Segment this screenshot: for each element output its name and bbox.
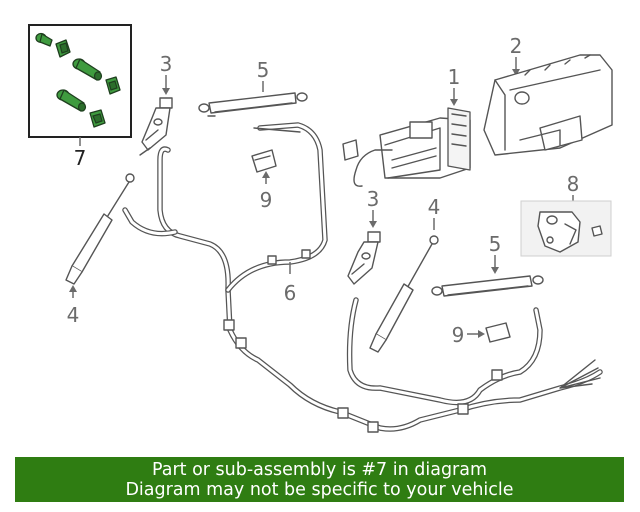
callout-6[interactable]: 6	[284, 281, 297, 305]
part-3-actuator-upper	[139, 97, 173, 156]
callout-2[interactable]: 2	[510, 34, 523, 58]
part-6-harness	[122, 122, 603, 433]
callout-9-lower[interactable]: 9	[452, 323, 465, 347]
callout-5-upper[interactable]: 5	[257, 58, 270, 82]
callout-1[interactable]: 1	[448, 65, 461, 89]
callout-8[interactable]: 8	[567, 172, 580, 196]
part-7-inset[interactable]	[28, 24, 132, 138]
part-7-bushing-lower	[89, 109, 106, 128]
part-9-clip-lower	[485, 322, 511, 343]
callout-9-upper[interactable]: 9	[260, 188, 273, 212]
part-7-bushing-middle	[105, 76, 121, 95]
callout-7[interactable]: 7	[74, 146, 87, 170]
part-7-pin-lower	[56, 89, 87, 112]
banner-line-1: Part or sub-assembly is #7 in diagram	[151, 460, 488, 480]
part-2-reservoir	[483, 54, 613, 156]
part-8-bracket	[520, 200, 612, 257]
callout-4-left[interactable]: 4	[67, 303, 80, 327]
part-7-pin-upper	[35, 32, 53, 47]
part-4-strut-left	[65, 173, 135, 285]
part-1-pump-assembly	[342, 107, 471, 187]
callout-4-right[interactable]: 4	[428, 195, 441, 219]
banner-line-2: Diagram may not be specific to your vehi…	[125, 480, 514, 500]
info-banner: Part or sub-assembly is #7 in diagram Di…	[15, 457, 624, 502]
callout-5-lower[interactable]: 5	[489, 232, 502, 256]
part-5-rod-lower	[431, 275, 544, 297]
part-4-strut-right	[369, 235, 439, 353]
part-3-actuator-lower	[347, 231, 381, 285]
callout-3-upper[interactable]: 3	[160, 52, 173, 76]
part-5-rod-upper	[198, 92, 308, 117]
part-9-clip-upper	[251, 149, 277, 173]
part-7-bushing-upper	[55, 39, 71, 58]
callout-3-lower[interactable]: 3	[367, 187, 380, 211]
part-7-pin-middle	[72, 58, 103, 81]
